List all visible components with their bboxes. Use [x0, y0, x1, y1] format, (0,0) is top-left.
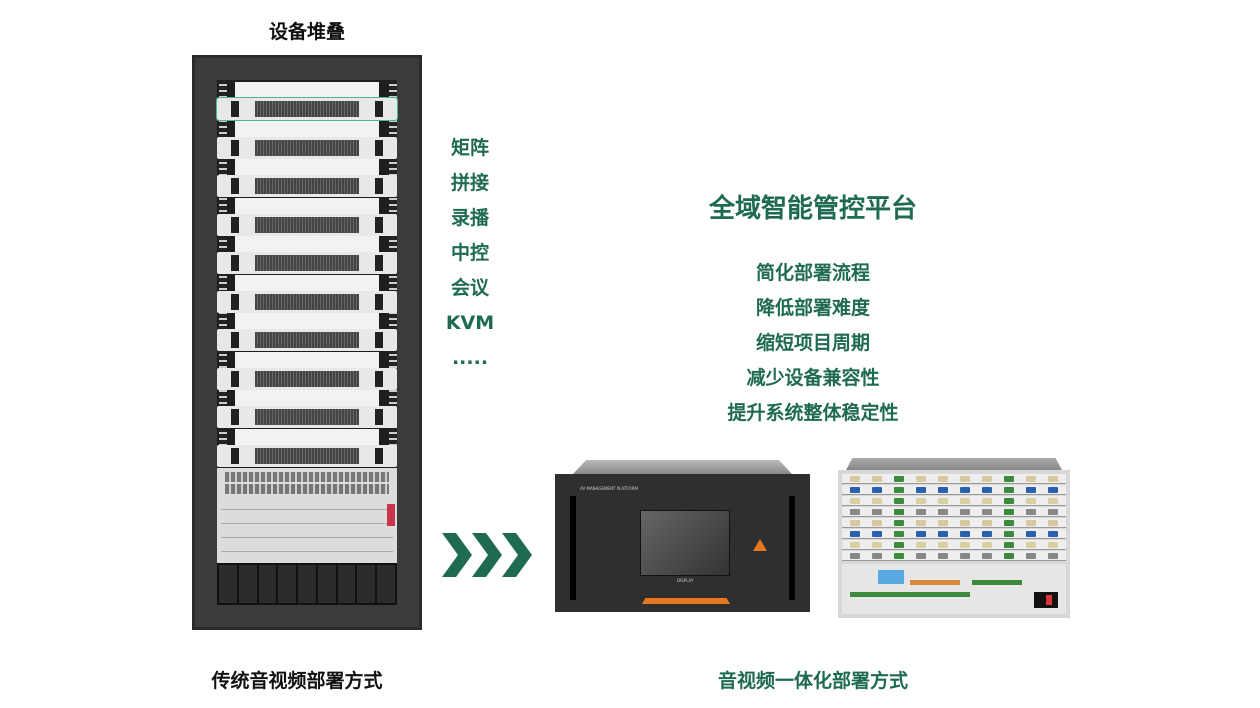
rack-server	[217, 367, 397, 390]
blank-panel	[235, 428, 379, 445]
rack-server	[217, 290, 397, 313]
function-item: 拼接	[450, 172, 489, 194]
blank-panel	[235, 274, 379, 291]
blank-panel	[235, 159, 379, 175]
brand-logo-icon	[753, 539, 767, 551]
function-item: 中控	[450, 242, 489, 264]
platform-title: 全域智能管控平台	[708, 194, 918, 224]
rack-server	[217, 252, 397, 274]
rack-server	[217, 406, 397, 428]
benefit-list: 简化部署流程 降低部署难度 缩短项目周期 减少设备兼容性 提升系统整体稳定性	[727, 256, 898, 431]
rack-server	[217, 444, 397, 467]
benefit-item: 简化部署流程	[755, 262, 871, 284]
io-card	[842, 496, 1066, 506]
rack-server	[216, 97, 398, 121]
io-card	[842, 551, 1066, 561]
av-management-platform-device: AV MANAGEMENT PLATFORM DISPLAY	[555, 460, 810, 627]
blank-panel	[235, 82, 379, 98]
io-card	[842, 507, 1066, 517]
control-panel	[842, 564, 1066, 614]
blank-panel	[235, 313, 379, 329]
io-card	[842, 474, 1066, 484]
traditional-deployment-label: 传统音视频部署方式	[211, 670, 383, 692]
chevron-arrows-icon	[442, 533, 532, 577]
blank-panel	[235, 197, 379, 214]
function-item: KVM	[445, 312, 495, 334]
device-screen	[640, 510, 730, 576]
switch-chassis	[217, 468, 397, 563]
io-card	[842, 529, 1066, 539]
function-item: 矩阵	[450, 137, 489, 159]
io-card	[842, 518, 1066, 528]
benefit-item: 降低部署难度	[755, 297, 871, 319]
function-item: 录播	[450, 207, 489, 229]
benefit-item: 缩短项目周期	[755, 332, 871, 354]
traditional-equipment-rack	[192, 55, 422, 630]
rack-server	[217, 213, 397, 236]
integrated-matrix-device	[838, 458, 1070, 626]
io-card	[842, 485, 1066, 495]
integrated-deployment-label: 音视频一体化部署方式	[717, 670, 909, 692]
device-header-label: AV MANAGEMENT PLATFORM	[580, 486, 638, 491]
device-screen-label: DISPLAY	[677, 578, 694, 583]
blank-panel	[235, 236, 379, 252]
blank-panel	[235, 120, 379, 137]
power-supply-modules	[217, 563, 397, 605]
rack-server	[217, 175, 397, 197]
blank-panel	[235, 351, 379, 368]
function-item: 会议	[450, 277, 489, 299]
rack-server	[217, 136, 397, 159]
benefit-item: 提升系统整体稳定性	[727, 402, 899, 424]
blank-panel	[235, 390, 379, 406]
benefit-item: 减少设备兼容性	[746, 367, 880, 389]
rack-label: 设备堆叠	[268, 21, 346, 43]
io-card	[842, 540, 1066, 550]
rack-server	[217, 329, 397, 351]
function-list: 矩阵 拼接 录播 中控 会议 KVM .....	[446, 131, 494, 376]
function-item: .....	[451, 347, 489, 369]
